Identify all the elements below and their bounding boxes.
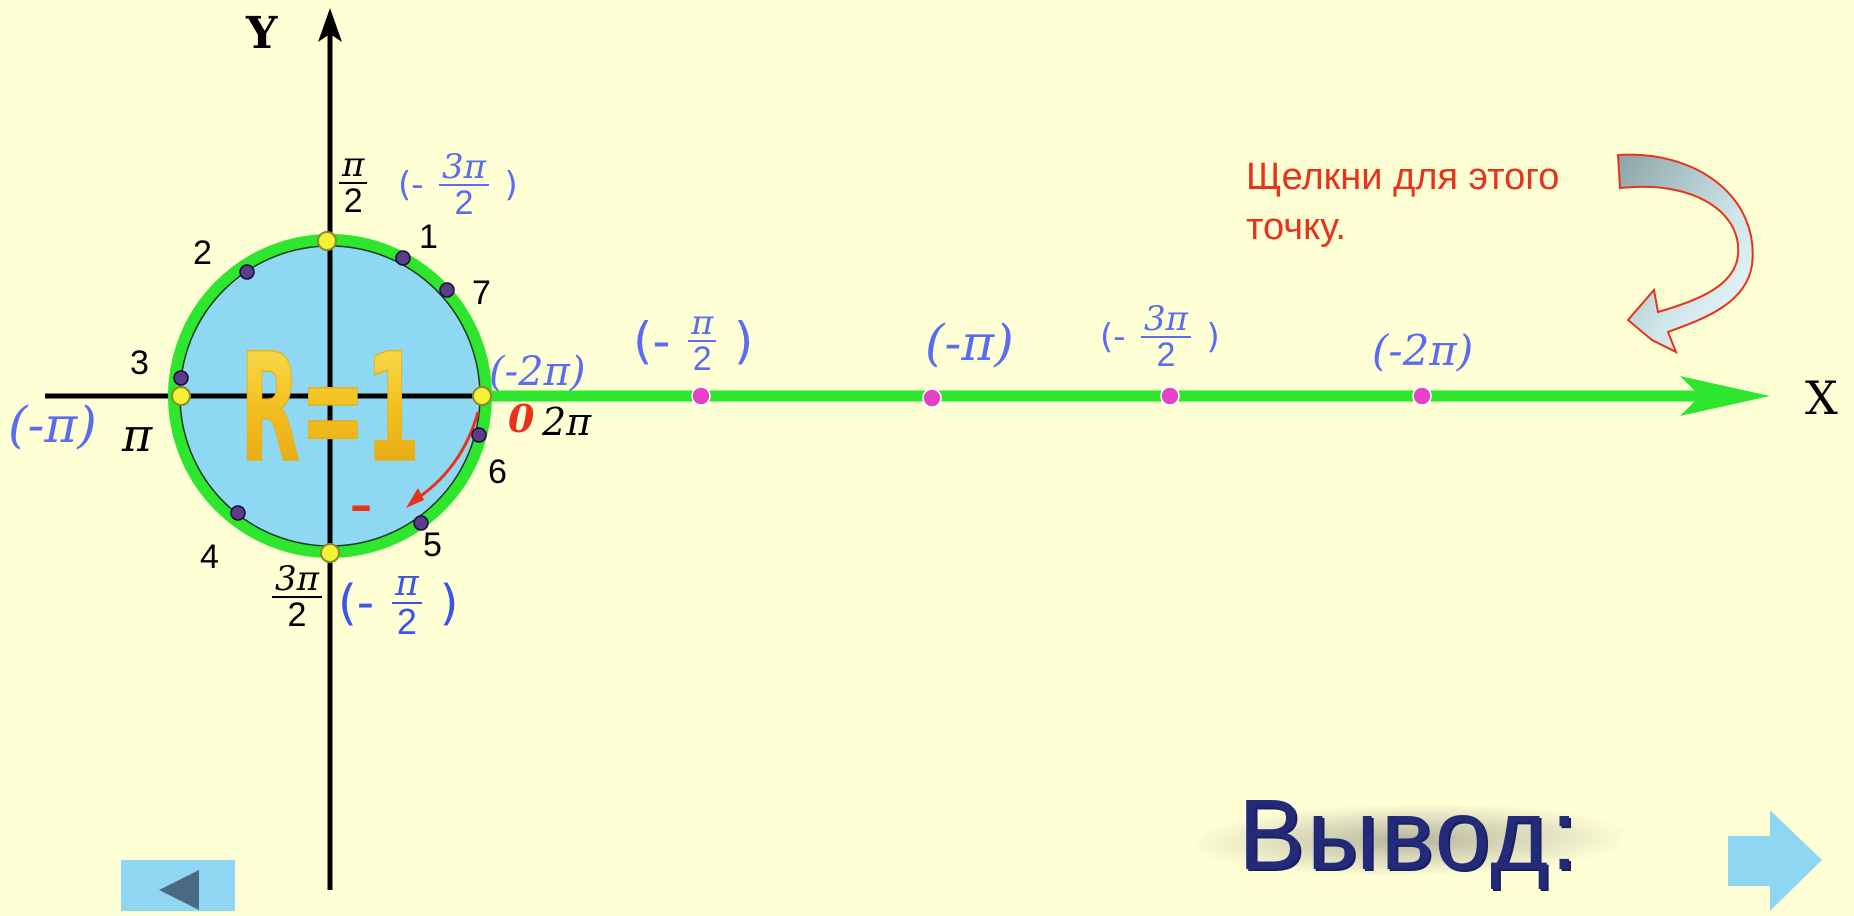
label-pi-over-2-den: 2: [343, 182, 363, 220]
label-neg-pi-circle: (-π): [8, 396, 97, 454]
point-6[interactable]: [471, 427, 487, 443]
line-label-neg-pi-over-2-num: π: [688, 306, 717, 342]
negative-direction-arrowhead-icon: [406, 488, 424, 508]
label-neg-3pi-over-2-circle-suffix: ): [504, 165, 518, 205]
point-4[interactable]: [230, 505, 246, 521]
point-7[interactable]: [439, 282, 455, 298]
line-point-neg-pi[interactable]: [922, 388, 942, 408]
point-5[interactable]: [413, 515, 429, 531]
prev-slide-button[interactable]: [121, 860, 235, 911]
label-neg-3pi-over-2-circle-num: 3π: [439, 150, 489, 186]
conclusion-button[interactable]: Вывод:: [1238, 779, 1581, 891]
point-pi-over-2[interactable]: [317, 231, 337, 251]
curved-arrow-icon: [1616, 153, 1754, 355]
label-neg-pi-over-2-circle-prefix: (-: [338, 575, 375, 631]
line-label-neg-3pi-over-2-prefix: (-: [1100, 317, 1126, 357]
line-point-neg-2pi[interactable]: [1412, 386, 1432, 406]
label-neg-2pi-circle: (-2π): [489, 349, 586, 395]
arrow-right-icon: [1728, 810, 1822, 911]
point-number-5: 5: [423, 526, 442, 564]
label-neg-pi-over-2-circle-num: π: [392, 566, 422, 604]
label-3pi-over-2-den: 2: [287, 596, 307, 634]
line-label-neg-2pi: (-2π): [1372, 326, 1474, 375]
label-pi-over-2-num: π: [339, 148, 368, 184]
label-neg-pi-over-2-circle-suffix: ): [439, 575, 459, 631]
x-axis-label: X: [1805, 371, 1838, 425]
line-label-neg-pi-over-2-den: 2: [692, 340, 712, 378]
line-label-neg-pi-over-2-prefix: (-: [633, 312, 671, 370]
label-3pi-over-2-num: 3π: [272, 562, 322, 598]
line-label-neg-pi-over-2-suffix: ): [733, 312, 754, 370]
point-1[interactable]: [395, 250, 411, 266]
next-arrow-shape: [1728, 810, 1822, 911]
point-zero[interactable]: [472, 386, 492, 406]
radius-label: R=1: [240, 322, 420, 496]
triangle-left-icon: [159, 870, 199, 910]
label-neg-3pi-over-2-circle-prefix: (-: [398, 165, 424, 205]
point-pi[interactable]: [171, 386, 191, 406]
number-line-arrow-icon: [1680, 376, 1770, 416]
point-number-6: 6: [488, 453, 507, 491]
point-3pi-over-2[interactable]: [320, 543, 340, 563]
line-label-neg-3pi-over-2-suffix: ): [1206, 317, 1220, 357]
click-hint-text: Щелкни для этого точку.: [1246, 156, 1560, 248]
line-point-neg-3pi-over-2[interactable]: [1160, 386, 1180, 406]
line-point-neg-pi-over-2[interactable]: [691, 386, 711, 406]
point-number-2: 2: [193, 234, 212, 272]
label-neg-3pi-over-2-circle-den: 2: [454, 184, 474, 222]
point-number-3: 3: [130, 344, 149, 382]
y-axis-label: Y: [246, 8, 278, 59]
point-number-4: 4: [200, 538, 219, 576]
point-number-1: 1: [419, 218, 438, 256]
label-2pi: 2π: [542, 400, 592, 444]
point-3[interactable]: [173, 370, 189, 386]
origin-label: 0: [508, 396, 535, 441]
label-pi: π: [122, 408, 153, 462]
point-number-7: 7: [472, 274, 491, 312]
line-label-neg-3pi-over-2-num: 3π: [1141, 302, 1191, 338]
direction-sign: –: [350, 480, 372, 531]
label-neg-pi-over-2-circle-den: 2: [396, 601, 417, 642]
y-axis-arrow-icon: [318, 8, 342, 42]
negative-direction-arrow-icon: [411, 411, 480, 504]
point-2[interactable]: [239, 264, 255, 280]
line-label-neg-pi: (-π): [925, 314, 1014, 372]
line-label-neg-3pi-over-2-den: 2: [1156, 336, 1176, 374]
next-slide-button[interactable]: [1728, 810, 1822, 911]
